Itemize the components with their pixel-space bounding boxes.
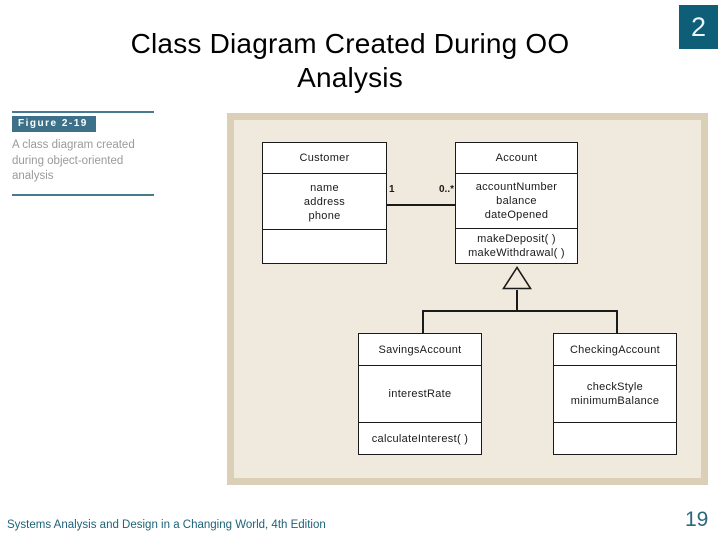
page-number: 19 (685, 508, 709, 531)
attribute: interestRate (388, 388, 452, 400)
class-box-customer: Customer name address phone (262, 142, 387, 264)
attribute: phone (308, 209, 341, 222)
class-name: CheckingAccount (569, 343, 661, 356)
attribute: checkStyle (586, 381, 644, 393)
inheritance-stem (516, 290, 518, 311)
class-name: Customer (299, 152, 350, 164)
generalization-triangle-icon (502, 266, 532, 290)
class-box-account: Account accountNumber balance dateOpened… (455, 142, 578, 264)
attributes-section: interestRate (359, 365, 481, 422)
class-name: SavingsAccount (378, 343, 462, 356)
method: makeDeposit( ) (477, 233, 556, 245)
method: calculateInterest( ) (371, 432, 469, 445)
class-diagram-panel: Customer name address phone Account acco… (227, 113, 708, 485)
attribute: accountNumber (475, 181, 558, 193)
slide-number: 2 (690, 11, 707, 42)
figure-caption-line1: A class diagram created (12, 139, 135, 151)
figure-legend-bottom-rule (12, 193, 154, 196)
figure-caption-line3: analysis (12, 170, 54, 182)
class-name-section: Account (456, 143, 577, 173)
class-box-savingsaccount: SavingsAccount interestRate calculateInt… (358, 333, 482, 455)
class-box-checkingaccount: CheckingAccount checkStyle minimumBalanc… (553, 333, 677, 455)
multiplicity-customer: 1 (389, 184, 395, 195)
inheritance-branch-right (616, 310, 618, 333)
method: makeWithdrawal( ) (468, 247, 565, 259)
methods-section-empty (554, 422, 676, 454)
class-name-section: CheckingAccount (554, 334, 676, 365)
association-line (387, 204, 455, 206)
attribute: balance (496, 195, 537, 207)
footer-book-title: Systems Analysis and Design in a Changin… (7, 519, 326, 531)
page-title-line1: Class Diagram Created During OO (130, 28, 570, 59)
class-diagram: Customer name address phone Account acco… (234, 120, 701, 478)
methods-section: calculateInterest( ) (359, 422, 481, 454)
figure-caption: A class diagram created during object-or… (12, 138, 154, 185)
figure-legend-top-rule (12, 111, 154, 113)
attributes-section: accountNumber balance dateOpened (456, 173, 577, 228)
methods-section: makeDeposit( ) makeWithdrawal( ) (456, 228, 577, 263)
inheritance-crossbar (422, 310, 618, 312)
figure-legend: Figure 2-19 A class diagram created duri… (12, 111, 154, 196)
attributes-section: name address phone (263, 173, 386, 229)
methods-section-empty (263, 229, 386, 263)
figure-label: Figure 2-19 (12, 116, 96, 132)
inheritance-branch-left (422, 310, 424, 333)
class-name: Account (495, 152, 538, 164)
class-name-section: SavingsAccount (359, 334, 481, 365)
page-title: Class Diagram Created During OO Analysis (60, 27, 640, 95)
attribute: name (310, 181, 339, 194)
multiplicity-account: 0..* (438, 184, 454, 195)
attributes-section: checkStyle minimumBalance (554, 365, 676, 422)
attribute: minimumBalance (570, 395, 660, 407)
figure-caption-line2: during object-oriented (12, 154, 124, 167)
slide-number-tab: 2 (679, 5, 718, 49)
class-name-section: Customer (263, 143, 386, 173)
attribute: address (303, 195, 346, 208)
attribute: dateOpened (484, 209, 549, 221)
page-title-line2: Analysis (297, 62, 403, 93)
